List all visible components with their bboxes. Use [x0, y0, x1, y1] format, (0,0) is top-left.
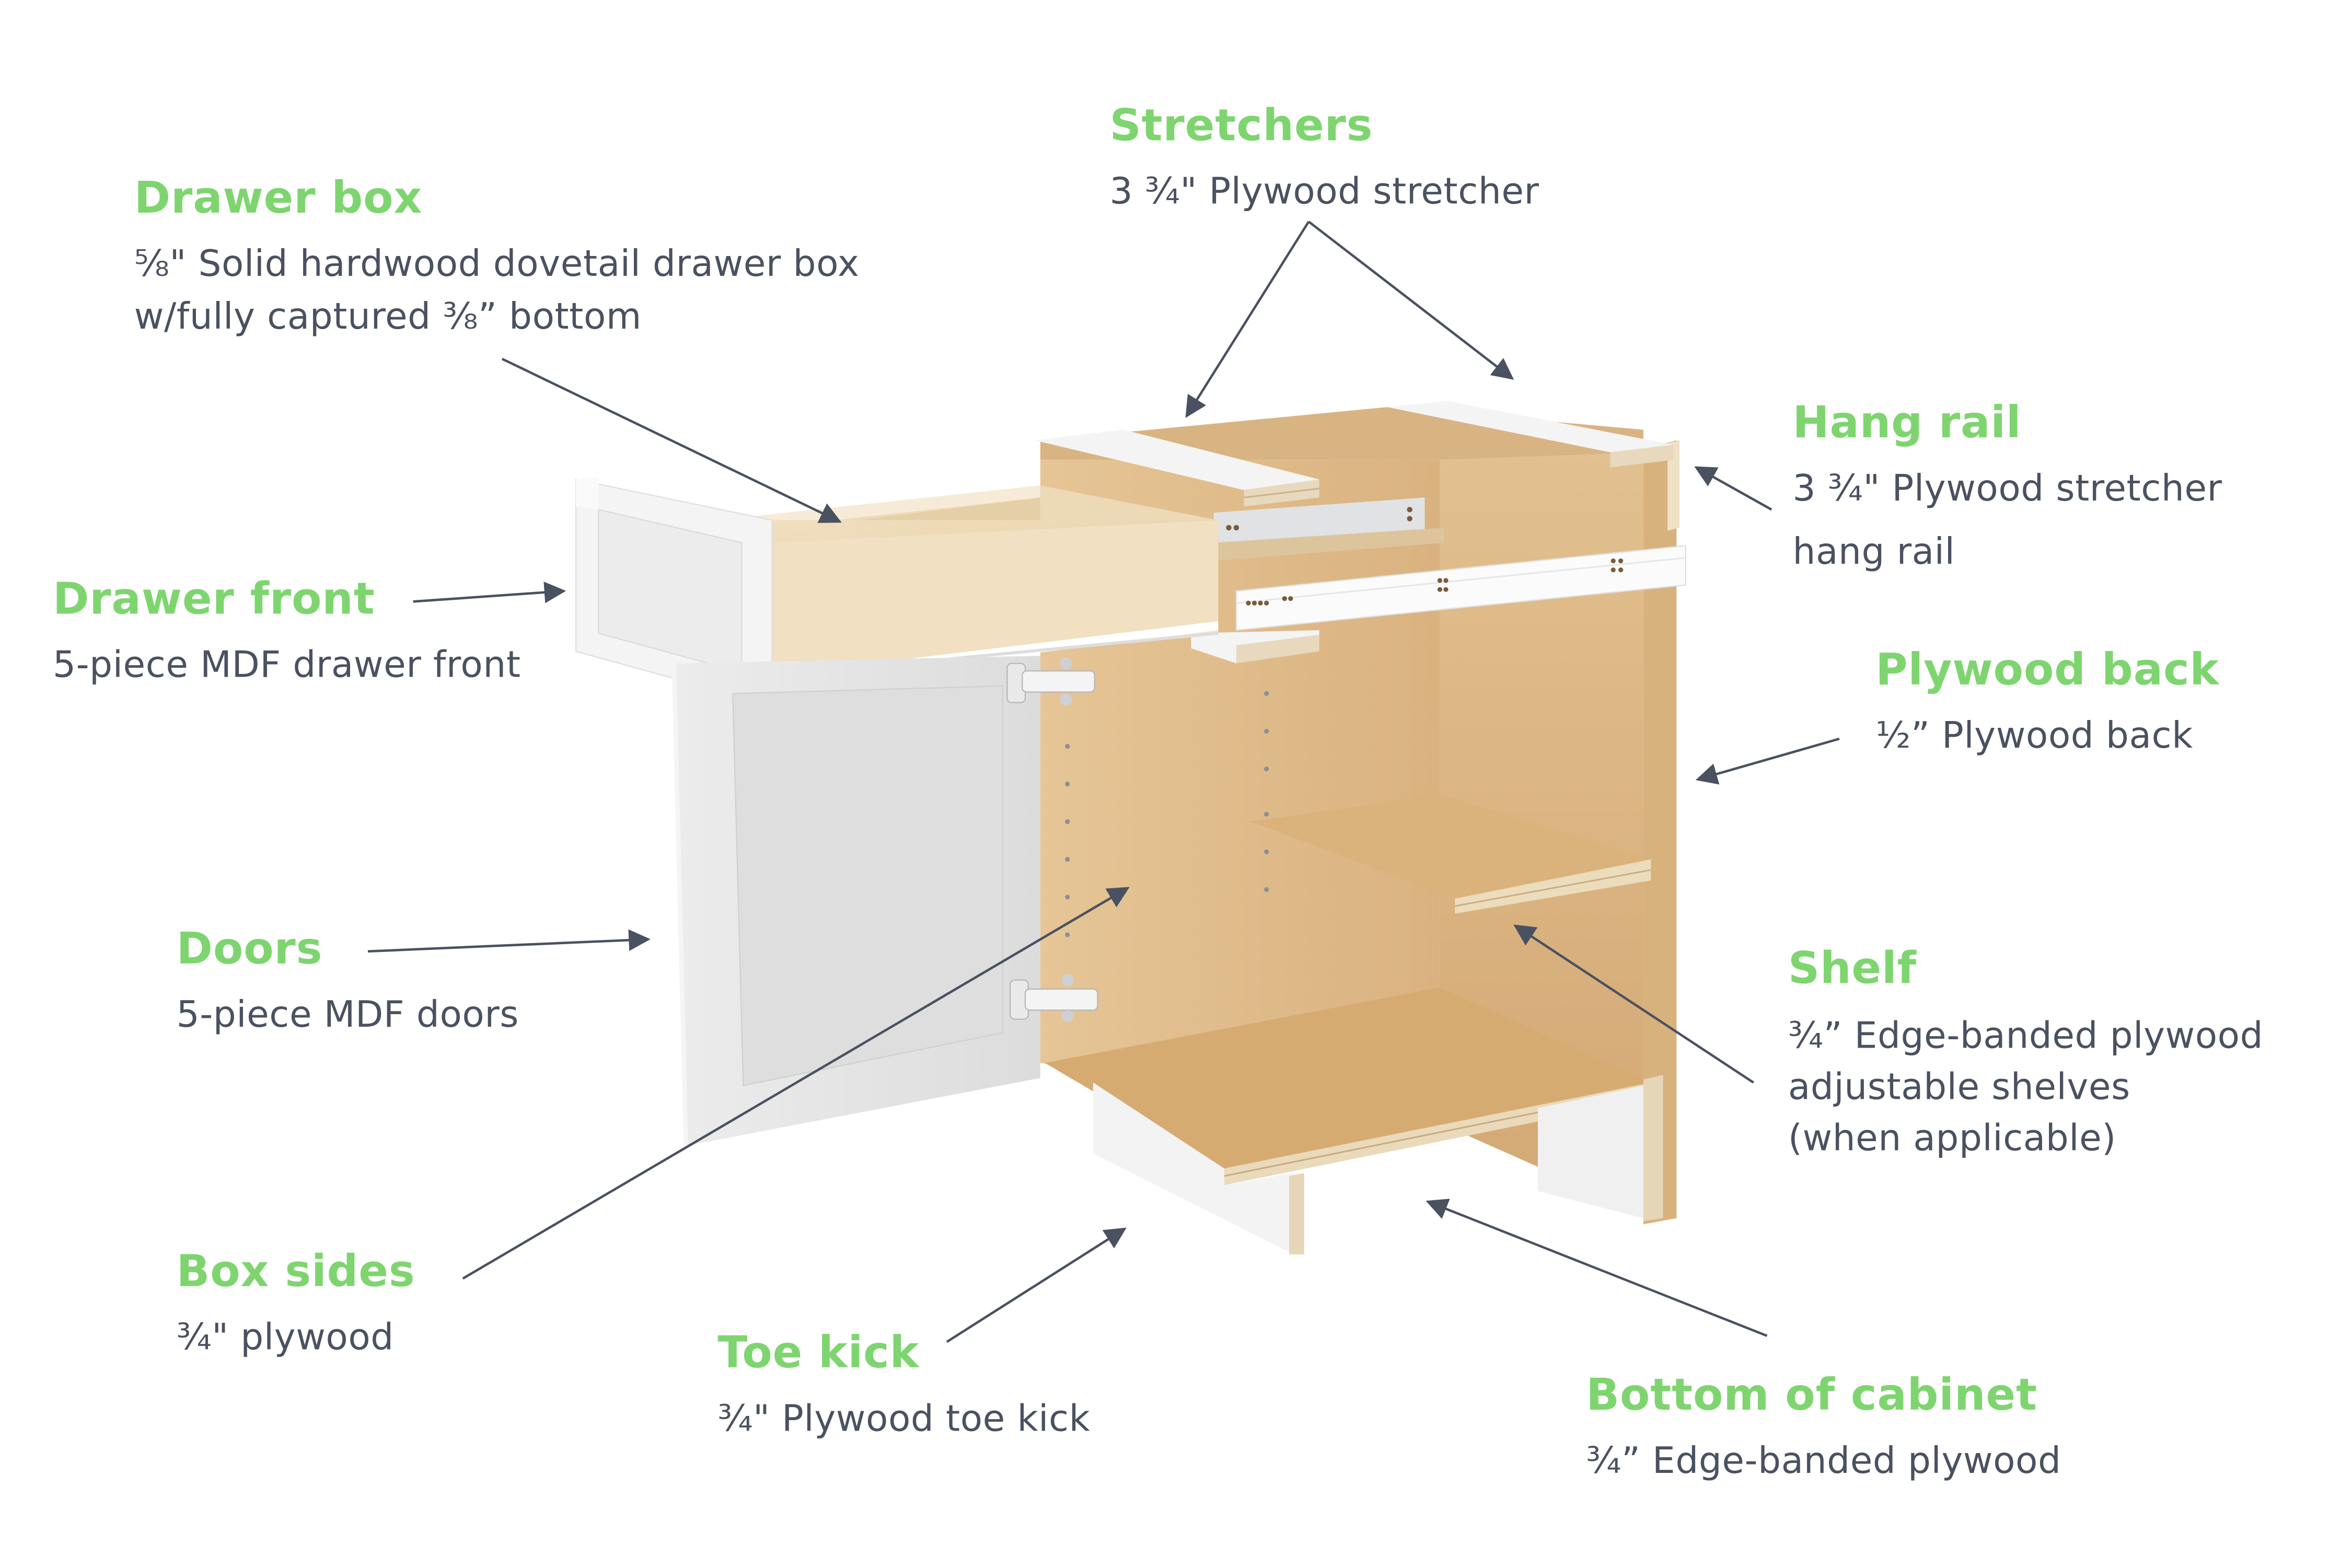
- arrow-hang-rail: [1694, 466, 1772, 511]
- cabinet-door: [671, 656, 1040, 1146]
- callout-shelf: Shelf ¾” Edge-banded plywood adjustable …: [1788, 942, 2263, 1159]
- arrow-stretcher-front: [1185, 220, 1310, 418]
- arrow-drawer-front: [413, 582, 566, 603]
- callout-desc: hang rail: [1793, 531, 1955, 573]
- callout-desc: (when applicable): [1788, 1118, 2116, 1159]
- hinge-lower: [1009, 974, 1098, 1023]
- cabinet-illustration: [575, 401, 1686, 1255]
- callout-doors: Doors 5-piece MDF doors: [177, 923, 519, 1036]
- callout-title: Drawer box: [134, 172, 423, 223]
- callout-title: Bottom of cabinet: [1586, 1369, 2037, 1420]
- drawer-box: [716, 485, 1219, 686]
- arrow-toe-kick: [946, 1227, 1127, 1343]
- callout-title: Stretchers: [1110, 99, 1373, 150]
- callout-title: Shelf: [1788, 942, 1917, 993]
- arrow-bottom-of-cabinet: [1426, 1199, 1768, 1337]
- drawer-slide-upper: [1213, 497, 1445, 561]
- rear-stretcher-hang-rail: [1387, 401, 1674, 468]
- front-stretcher: [1034, 429, 1319, 507]
- callout-desc: ¾” Edge-banded plywood: [1586, 1440, 2061, 1482]
- arrow-drawer-box: [501, 357, 842, 523]
- right-side-panel: [1643, 440, 1677, 1225]
- callout-desc: 5-piece MDF drawer front: [53, 644, 521, 686]
- drawer-slide-lower: [1235, 545, 1686, 631]
- toe-kick: [1093, 1075, 1663, 1255]
- callout-desc: 5-piece MDF doors: [177, 994, 519, 1036]
- lower-stretcher: [1191, 630, 1319, 664]
- callout-desc: w/fully captured ⅜” bottom: [134, 296, 642, 338]
- callout-desc: ¾" plywood: [177, 1317, 394, 1358]
- arrow-plywood-back: [1695, 737, 1840, 785]
- leader-lines: [367, 220, 1840, 1343]
- callout-title: Plywood back: [1875, 644, 2220, 695]
- arrow-box-sides: [462, 887, 1130, 1280]
- callout-drawer-front: Drawer front 5-piece MDF drawer front: [53, 573, 521, 686]
- callout-desc: adjustable shelves: [1788, 1066, 2130, 1108]
- callout-title: Drawer front: [53, 573, 375, 624]
- hinge-upper: [1006, 657, 1095, 706]
- callout-toe-kick: Toe kick ¾" Plywood toe kick: [717, 1327, 1090, 1439]
- callout-desc: ⅝" Solid hardwood dovetail drawer box: [134, 243, 860, 285]
- callout-desc: ½” Plywood back: [1875, 715, 2193, 757]
- plywood-back-edge: [1667, 440, 1680, 531]
- callout-drawer-box: Drawer box ⅝" Solid hardwood dovetail dr…: [134, 172, 860, 338]
- callout-bottom-of-cabinet: Bottom of cabinet ¾” Edge-banded plywood: [1586, 1369, 2061, 1482]
- callout-box-sides: Box sides ¾" plywood: [177, 1245, 415, 1358]
- callout-hang-rail: Hang rail 3 ¾" Plywood stretcher hang ra…: [1793, 397, 2222, 573]
- arrow-shelf: [1513, 924, 1754, 1084]
- callout-title: Box sides: [177, 1245, 415, 1296]
- callout-title: Toe kick: [717, 1327, 920, 1378]
- adjustable-shelf: [1251, 794, 1651, 914]
- callout-title: Hang rail: [1793, 397, 2022, 448]
- callout-desc: ¾" Plywood toe kick: [717, 1398, 1090, 1439]
- arrow-stretcher-rear: [1307, 220, 1514, 380]
- shelf-pin-holes: [1065, 691, 1269, 937]
- callout-plywood-back: Plywood back ½” Plywood back: [1875, 644, 2220, 757]
- arrow-doors: [367, 929, 651, 953]
- callout-desc: 3 ¾" Plywood stretcher: [1110, 171, 1539, 213]
- callout-desc: ¾” Edge-banded plywood: [1788, 1015, 2263, 1056]
- callout-stretchers: Stretchers 3 ¾" Plywood stretcher: [1110, 99, 1539, 212]
- drawer-front: [575, 476, 1219, 706]
- callout-title: Doors: [177, 923, 323, 974]
- callout-desc: 3 ¾" Plywood stretcher: [1793, 468, 2222, 509]
